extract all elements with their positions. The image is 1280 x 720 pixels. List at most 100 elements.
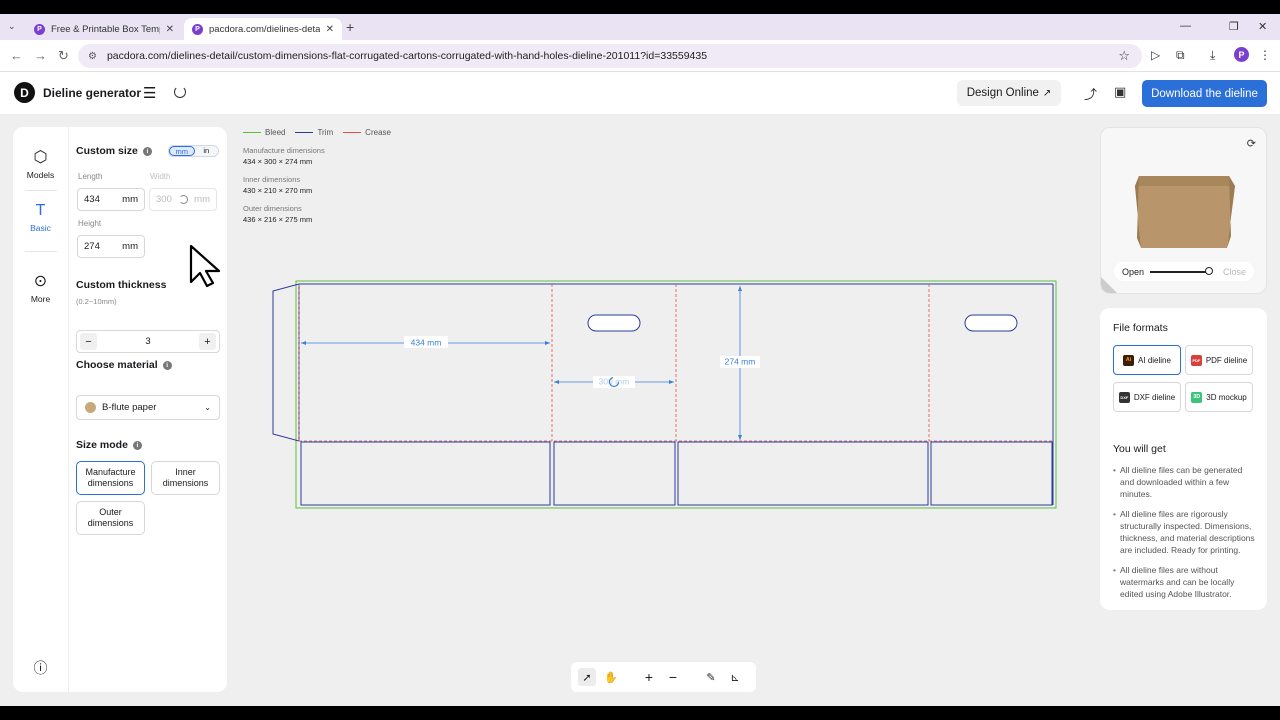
line-legend: Bleed Trim Crease	[243, 128, 391, 137]
downloads-icon[interactable]: ⤓	[1210, 48, 1216, 62]
size-mode-label: Size mode	[76, 439, 128, 451]
pacdora-logo-icon[interactable]: D	[14, 82, 35, 103]
mode-manufacture-button[interactable]: Manufacture dimensions	[76, 461, 145, 495]
site-info-icon[interactable]: ⚙	[88, 50, 97, 62]
basic-settings-icon: T	[35, 202, 46, 219]
format-ai-button[interactable]: Ai AI dieline	[1113, 345, 1181, 375]
thickness-stepper: − 3 +	[76, 330, 220, 353]
open-close-slider[interactable]: Open Close	[1114, 262, 1254, 281]
minimize-icon[interactable]: —	[1180, 20, 1191, 32]
format-label: DXF dieline	[1133, 392, 1176, 402]
dieline-canvas[interactable]: 434 mm 300 mm 274 mm	[0, 14, 1280, 706]
browser-tab-strip: ⌄ P Free & Printable Box Templat ✕ P pac…	[0, 14, 1280, 40]
format-3d-button[interactable]: 3D 3D mockup	[1185, 382, 1253, 412]
media-icon[interactable]: ▷	[1151, 48, 1161, 62]
unit-in-option[interactable]: in	[203, 146, 210, 155]
manufacture-dimensions-info: Manufacture dimensions 434 × 300 × 274 m…	[243, 146, 325, 166]
tab-search-icon[interactable]: ⌄	[8, 21, 16, 31]
format-dxf-button[interactable]: DXF DXF dieline	[1113, 382, 1181, 412]
mode-inner-button[interactable]: Inner dimensions	[151, 461, 220, 495]
choose-material-label: Choose material	[76, 359, 158, 371]
extensions-icon[interactable]: ⧉	[1176, 48, 1185, 62]
length-label: Length	[78, 172, 103, 181]
download-dieline-button[interactable]: Download the dieline	[1142, 80, 1267, 107]
close-window-icon[interactable]: ✕	[1258, 21, 1268, 33]
hand-hole	[964, 314, 1018, 332]
unit-mm-option[interactable]: mm	[169, 146, 195, 156]
back-icon[interactable]: ←	[10, 48, 23, 63]
info-icon[interactable]: i	[142, 146, 152, 156]
edit-pen-icon[interactable]: ✎	[706, 671, 716, 684]
close-tab-icon[interactable]: ✕	[325, 23, 334, 35]
browser-tab-dieline[interactable]: P pacdora.com/dielines-detail/ ✕	[184, 18, 342, 40]
material-value: B-flute paper	[102, 402, 157, 413]
zoom-out-icon[interactable]: −	[668, 669, 678, 685]
3d-rotate-icon[interactable]: ⟳	[1246, 138, 1256, 150]
new-tab-icon[interactable]: +	[346, 19, 355, 35]
file-formats-card: File formats Ai AI dieline PDF PDF dieli…	[1100, 308, 1267, 610]
restore-icon[interactable]: ❐	[1229, 21, 1239, 33]
zoom-in-icon[interactable]: +	[644, 669, 654, 685]
reload-icon[interactable]: ↻	[58, 48, 69, 63]
browser-tab-box-templates[interactable]: P Free & Printable Box Templat ✕	[26, 18, 182, 40]
rail-item-basic[interactable]: T Basic	[13, 202, 68, 233]
pan-hand-icon[interactable]: ✋	[604, 671, 618, 684]
close-tab-icon[interactable]: ✕	[165, 23, 174, 35]
thickness-value[interactable]: 3	[145, 336, 151, 347]
chevron-down-icon: ⌄	[204, 403, 211, 412]
format-pdf-button[interactable]: PDF PDF dieline	[1185, 345, 1253, 375]
height-value: 274	[84, 241, 100, 252]
dim-length-label: 434 mm	[411, 338, 442, 348]
slider-knob[interactable]	[1205, 267, 1214, 275]
measure-ruler-icon[interactable]: ⊾	[730, 671, 740, 684]
unit-toggle[interactable]: mm in	[168, 145, 219, 157]
help-info-icon[interactable]: ⓘ	[33, 660, 48, 676]
share-icon[interactable]: ⤴	[1084, 87, 1098, 102]
select-pointer-icon[interactable]: ➚	[578, 668, 596, 686]
width-input[interactable]: 300 mm	[149, 188, 217, 211]
dim-width-label: 300 mm	[599, 377, 630, 387]
inner-dimensions-info: Inner dimensions 430 × 210 × 270 mm	[243, 175, 313, 195]
decrement-button[interactable]: −	[80, 333, 97, 350]
tab-title: pacdora.com/dielines-detail/	[209, 23, 320, 35]
bottom-flap	[300, 441, 551, 506]
slider-track[interactable]	[1150, 267, 1214, 275]
design-online-button[interactable]: Design Online ↗	[957, 80, 1061, 106]
archive-box-icon[interactable]: ▣	[1114, 84, 1127, 99]
width-value: 300	[156, 194, 172, 205]
ai-file-icon: Ai	[1123, 354, 1135, 366]
forward-icon[interactable]: →	[34, 48, 47, 63]
width-label: Width	[150, 172, 171, 181]
you-will-get-title: You will get	[1113, 443, 1166, 455]
rail-item-more[interactable]: ⊙ More	[13, 271, 68, 304]
bottom-flap	[677, 441, 929, 506]
height-input[interactable]: 274 mm	[77, 235, 145, 258]
loading-spinner-icon	[178, 195, 188, 204]
mode-outer-button[interactable]: Outer dimensions	[76, 501, 145, 535]
tab-title: Free & Printable Box Templat	[51, 23, 160, 35]
pdf-file-icon: PDF	[1190, 354, 1202, 366]
material-select[interactable]: B-flute paper ⌄	[76, 395, 220, 420]
file-formats-title: File formats	[1113, 322, 1168, 334]
list-item: All dieline files are rigorously structu…	[1113, 508, 1258, 556]
address-bar[interactable]: ⚙ pacdora.com/dielines-detail/custom-dim…	[78, 44, 1142, 68]
bookmark-star-icon[interactable]: ☆	[1118, 48, 1130, 63]
increment-button[interactable]: +	[198, 333, 216, 350]
info-icon[interactable]: i	[162, 360, 172, 370]
3d-preview-card[interactable]: ⟳ Open Close	[1100, 127, 1267, 294]
info-icon[interactable]: i	[132, 440, 142, 450]
width-unit: mm	[194, 194, 210, 205]
browser-menu-icon[interactable]: ⋮	[1259, 48, 1271, 62]
dim-height-label: 274 mm	[725, 357, 756, 367]
hamburger-menu-icon[interactable]: ☰	[143, 85, 157, 102]
app-header: D Dieline generator ☰ Design Online ↗ ⤴ …	[0, 72, 1280, 114]
list-item: All dieline files can be generated and d…	[1113, 464, 1258, 500]
format-label: 3D mockup	[1206, 392, 1247, 402]
profile-avatar[interactable]: P	[1234, 47, 1249, 62]
length-input[interactable]: 434 mm	[77, 188, 145, 211]
legend-trim: Trim	[295, 128, 333, 137]
size-mode-heading: Size mode i	[76, 439, 142, 451]
rail-item-models[interactable]: ⬡ Models	[13, 147, 68, 180]
rail-label: More	[30, 294, 51, 304]
app-title: Dieline generator	[43, 86, 142, 100]
